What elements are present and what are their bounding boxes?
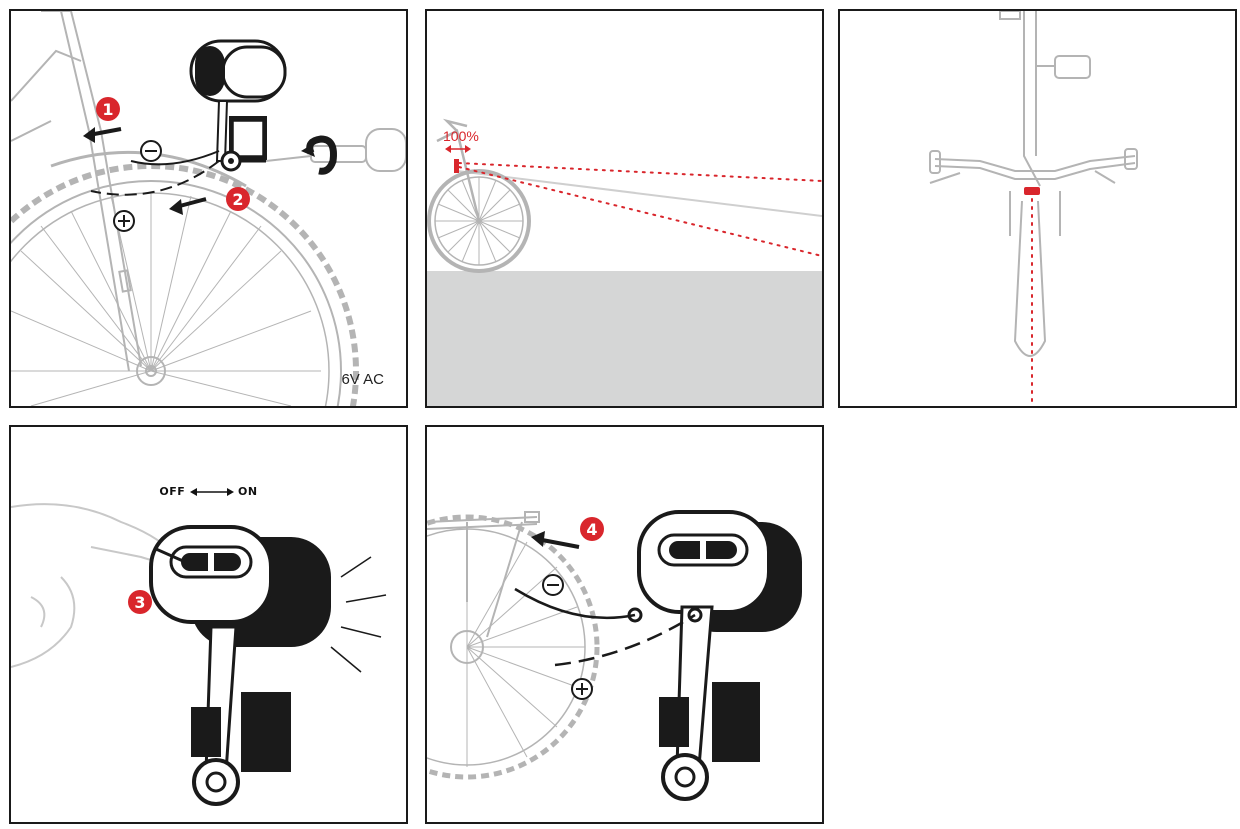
step-badge-1-text: 1 [102, 100, 113, 119]
step-badge-4-text: 4 [586, 520, 597, 539]
headlight-icon [149, 525, 331, 806]
positive-wire [554, 613, 696, 667]
step-badge-2-text: 2 [232, 190, 243, 209]
negative-wire [130, 150, 220, 166]
fork-illustration [11, 11, 142, 372]
light-rays-icon [330, 556, 387, 673]
panel-wiring-mount: 1 2 6V AC [9, 9, 408, 408]
switch-illustration: 3 [11, 503, 387, 806]
arrow-up-left-icon [536, 537, 580, 549]
beam-top-illustration [929, 11, 1138, 406]
press-arrow-icon [155, 547, 184, 563]
front-wheel-illustration [11, 163, 359, 406]
plus-symbol-icon [571, 678, 593, 700]
panel-beam-top-view [838, 9, 1237, 408]
width-arrow-icon [445, 145, 471, 153]
headlight-marker-icon [1024, 187, 1040, 195]
step-badge-4: 4 [580, 517, 604, 541]
switch-on-label: ON [238, 485, 258, 498]
step-badge-3-text: 3 [134, 593, 145, 612]
step-badge-1: 1 [96, 97, 120, 121]
minus-symbol-icon [140, 140, 162, 162]
negative-wire [514, 587, 636, 620]
bicycle-icon [427, 118, 531, 273]
rear-rack-illustration [427, 511, 540, 638]
wiring-illustration: 1 2 [11, 11, 406, 406]
ground-area [427, 271, 822, 406]
beam-percent-label: 100% [443, 128, 479, 144]
rack-mount-illustration: 4 [427, 510, 802, 801]
switch-off-label: OFF [159, 485, 186, 498]
plus-symbol-icon [113, 210, 135, 232]
bicycle-top-icon [929, 11, 1138, 357]
panel-beam-side-view: 100% [425, 9, 824, 408]
rotate-arrow-icon [301, 135, 337, 175]
beam-side-illustration: 100% [427, 118, 822, 406]
voltage-label: 6V AC [341, 371, 384, 388]
switch-direction-label: OFF ON [11, 485, 406, 498]
step-badge-3: 3 [128, 590, 152, 614]
headlight-icon [189, 39, 287, 172]
step-badge-2: 2 [226, 187, 250, 211]
panel-rack-mount: 4 [425, 425, 824, 824]
minus-symbol-icon [542, 574, 564, 596]
headlight-marker-icon [454, 159, 459, 173]
headlight-icon [627, 510, 802, 801]
panel-power-switch: OFF ON [9, 425, 408, 824]
double-arrow-icon [189, 488, 234, 496]
beam-lower-line [458, 166, 822, 257]
